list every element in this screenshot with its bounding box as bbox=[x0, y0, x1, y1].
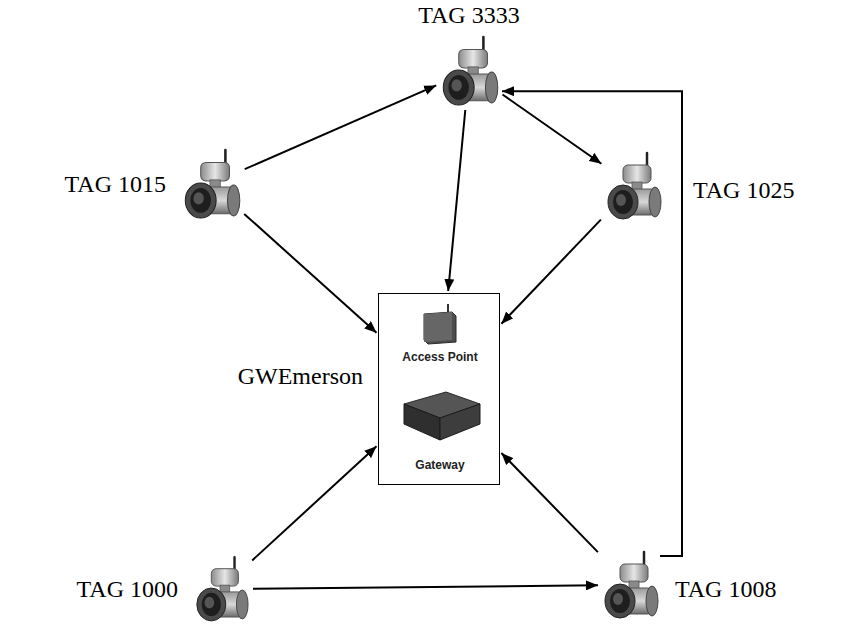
link-arrow bbox=[448, 110, 465, 291]
node-label: TAG 1015 bbox=[65, 170, 166, 198]
field-device: TAG 1000 bbox=[192, 555, 250, 623]
field-device: TAG 3333 bbox=[438, 35, 500, 107]
link-arrow bbox=[244, 214, 376, 333]
icon-caption: Gateway bbox=[415, 458, 464, 472]
access-point: Access Point bbox=[409, 302, 471, 364]
gateway-icon bbox=[404, 392, 480, 440]
access-point-icon bbox=[424, 304, 456, 344]
link-arrow bbox=[245, 85, 437, 169]
link-arrow bbox=[502, 91, 682, 556]
node-label: TAG 1000 bbox=[77, 575, 178, 603]
icon-caption: Access Point bbox=[402, 350, 477, 364]
gateway-box: GWEmersonAccess PointGateway bbox=[378, 293, 500, 485]
flowmeter-icon bbox=[197, 557, 248, 621]
link-arrow bbox=[252, 446, 376, 560]
field-device: TAG 1008 bbox=[600, 550, 660, 620]
link-arrow bbox=[501, 453, 598, 552]
link-arrow bbox=[503, 95, 602, 164]
node-label: TAG 1025 bbox=[693, 176, 794, 204]
flowmeter-icon bbox=[443, 37, 498, 105]
node-label: TAG 3333 bbox=[418, 1, 519, 29]
link-arrow bbox=[253, 585, 598, 588]
gateway-unit: Gateway bbox=[393, 382, 487, 472]
node-label: GWEmerson bbox=[238, 362, 363, 390]
link-arrow bbox=[501, 220, 601, 324]
flowmeter-icon bbox=[605, 552, 658, 618]
flowmeter-icon bbox=[608, 153, 661, 219]
flowmeter-icon bbox=[185, 150, 240, 218]
field-device: TAG 1015 bbox=[180, 148, 242, 220]
node-label: TAG 1008 bbox=[675, 575, 776, 603]
field-device: TAG 1025 bbox=[603, 150, 663, 222]
